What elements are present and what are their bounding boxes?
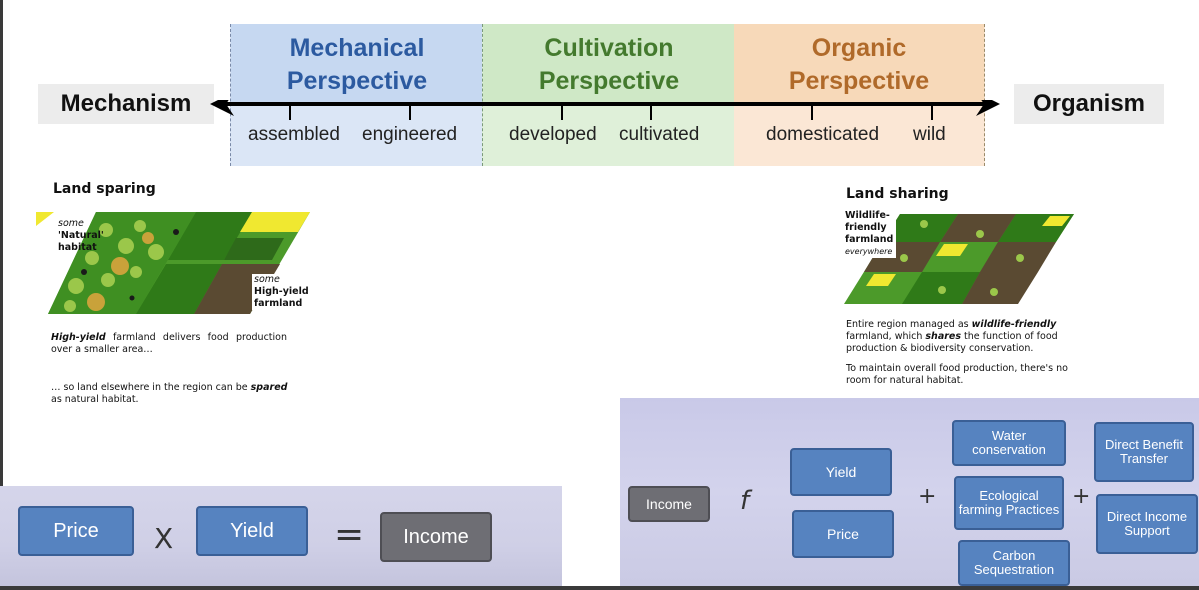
tick-label-engineered: engineered [362,124,458,145]
high-yield-farmland-label: some High-yield farmland [252,274,311,310]
price-box: Price [792,510,894,558]
double-arrow-axis [210,100,1000,120]
equals-sign: = [334,514,365,555]
organism-label: Organism [1014,84,1164,124]
left-arrow-head [210,100,234,116]
function-sign: f [740,486,750,516]
wildlife-friendly-label: Wildlife- friendly farmland everywhere [845,210,897,258]
land-sparing-panel: Land sparing some 'Natural' habitat some… [36,176,320,438]
plus-sign-2: + [1072,484,1091,509]
tick-label-cultivated: cultivated [619,124,700,145]
land-sharing-text-2: To maintain overall food production, the… [846,363,1068,386]
mechanical-perspective-band: Mechanical Perspective [230,24,483,166]
tick-label-domesticated: domesticated [766,124,880,145]
income-function-diagram: Income f Yield Price + Water conservatio… [620,398,1199,586]
yield-box: Yield [196,506,308,556]
cultivation-perspective-title: Cultivation Perspective [538,34,680,95]
organic-perspective-band: Organic Perspective [734,24,985,166]
income-box: Income [628,486,710,522]
land-sparing-title: Land sparing [53,181,156,197]
price-box: Price [18,506,134,556]
land-sparing-text-1: High-yield farmland delivers food produc… [51,332,287,355]
price-yield-income-equation: Price X Yield = Income [0,486,562,586]
direct-benefit-transfer-box: Direct Benefit Transfer [1094,422,1194,482]
multiply-sign: X [154,522,174,555]
income-box: Income [380,512,492,562]
mechanism-label: Mechanism [38,84,214,124]
land-sharing-title: Land sharing [846,186,949,202]
tick-label-assembled: assembled [248,124,340,145]
land-sparing-text-2: … so land elsewhere in the region can be… [51,382,288,405]
right-arrow-head [976,100,1000,116]
ecological-farming-box: Ecological farming Practices [954,476,1064,530]
page-left-edge [0,0,3,590]
page-bottom-edge [0,586,1199,590]
water-conservation-box: Water conservation [952,420,1066,466]
land-sharing-panel: Land sharing Wildlife- friendly farmland… [836,180,1098,394]
carbon-sequestration-box: Carbon Sequestration [958,540,1070,586]
land-sparing-illustration [36,212,310,314]
land-sharing-illustration [844,214,1074,304]
mechanical-perspective-title: Mechanical Perspective [286,34,428,95]
yield-box: Yield [790,448,892,496]
tick-label-developed: developed [509,124,597,145]
natural-habitat-label: some 'Natural' habitat [58,218,104,253]
tick-label-wild: wild [913,124,946,145]
land-sharing-text-1: Entire region managed as wildlife-friend… [846,319,1058,354]
direct-income-support-box: Direct Income Support [1096,494,1198,554]
plus-sign-1: + [918,484,937,509]
organic-perspective-title: Organic Perspective [788,34,930,95]
cultivation-perspective-band: Cultivation Perspective [482,24,736,166]
